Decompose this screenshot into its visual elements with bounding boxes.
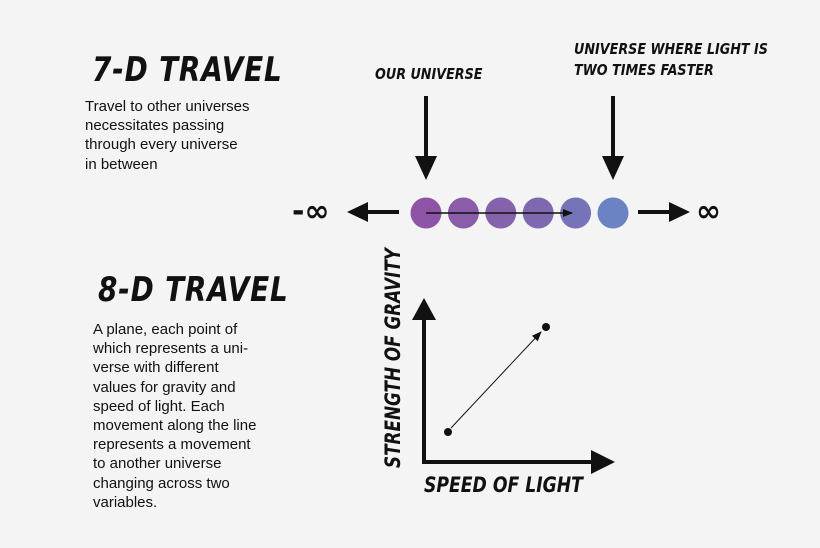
faster-universe-arrow [602,96,624,180]
description-7d-travel: Travel to other universes necessitates p… [85,98,250,173]
movement-arrow [450,331,542,429]
our-universe-label: OUR UNIVERSE [375,65,483,83]
faster-universe-label: UNIVERSE WHERE LIGHT IS TWO TIMES FASTER [574,40,768,79]
left-arrow [347,202,399,222]
description-8d-travel: A plane, each point of which represents … [93,321,257,511]
x-axis-label: SPEED OF LIGHT [424,473,583,497]
universe-circle [597,197,629,229]
our-universe-arrow [415,96,437,180]
right-arrow [638,202,690,222]
end-universe-point [542,323,550,331]
title-7d-travel: 7-D TRAVEL [92,50,283,90]
title-8d-travel: 8-D TRAVEL [98,270,289,310]
universe-row [410,197,629,229]
plane-axes [412,298,615,474]
negative-infinity-label: -∞ [292,194,330,229]
positive-infinity-label: ∞ [696,194,721,229]
universe-circle [560,197,592,229]
start-universe-point [444,428,452,436]
